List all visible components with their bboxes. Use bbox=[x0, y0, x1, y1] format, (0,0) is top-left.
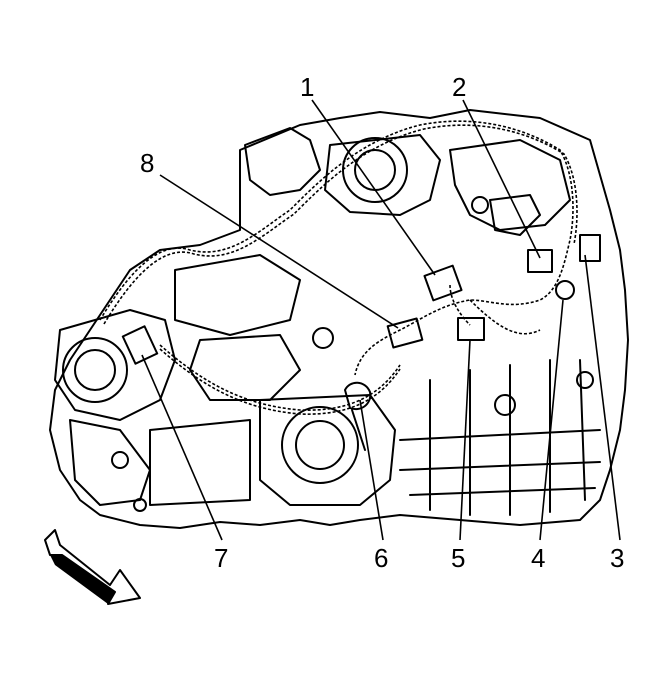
leader-6 bbox=[359, 399, 384, 541]
leader-7 bbox=[141, 354, 223, 541]
upper-pulley bbox=[342, 137, 408, 203]
connector-7 bbox=[121, 325, 159, 365]
leader-4 bbox=[539, 299, 564, 541]
callout-6: 6 bbox=[374, 543, 389, 573]
lower-pulley bbox=[281, 406, 359, 484]
connector-2 bbox=[527, 249, 553, 273]
leader-2 bbox=[462, 99, 541, 259]
engine-block-outline bbox=[49, 109, 629, 529]
leader-1 bbox=[311, 99, 436, 276]
callout-4: 4 bbox=[531, 543, 546, 573]
connector-6 bbox=[344, 381, 372, 411]
connector-8 bbox=[386, 317, 424, 349]
connector-5 bbox=[457, 317, 485, 341]
connector-1 bbox=[423, 264, 463, 302]
leader-3 bbox=[584, 254, 621, 541]
connector-3 bbox=[579, 234, 601, 262]
callout-3: 3 bbox=[610, 543, 625, 573]
throttle-body bbox=[62, 337, 128, 403]
wiring-harness-main bbox=[99, 120, 574, 376]
leader-8 bbox=[159, 174, 399, 329]
callout-2: 2 bbox=[452, 72, 467, 102]
callout-8: 8 bbox=[140, 148, 155, 178]
callout-7: 7 bbox=[214, 543, 229, 573]
sensor-plug bbox=[555, 280, 575, 300]
direction-arrow-icon bbox=[44, 529, 141, 605]
leader-5 bbox=[459, 339, 471, 541]
upper-left-bracket bbox=[244, 127, 321, 196]
callout-5: 5 bbox=[451, 543, 466, 573]
callout-1: 1 bbox=[300, 72, 315, 102]
